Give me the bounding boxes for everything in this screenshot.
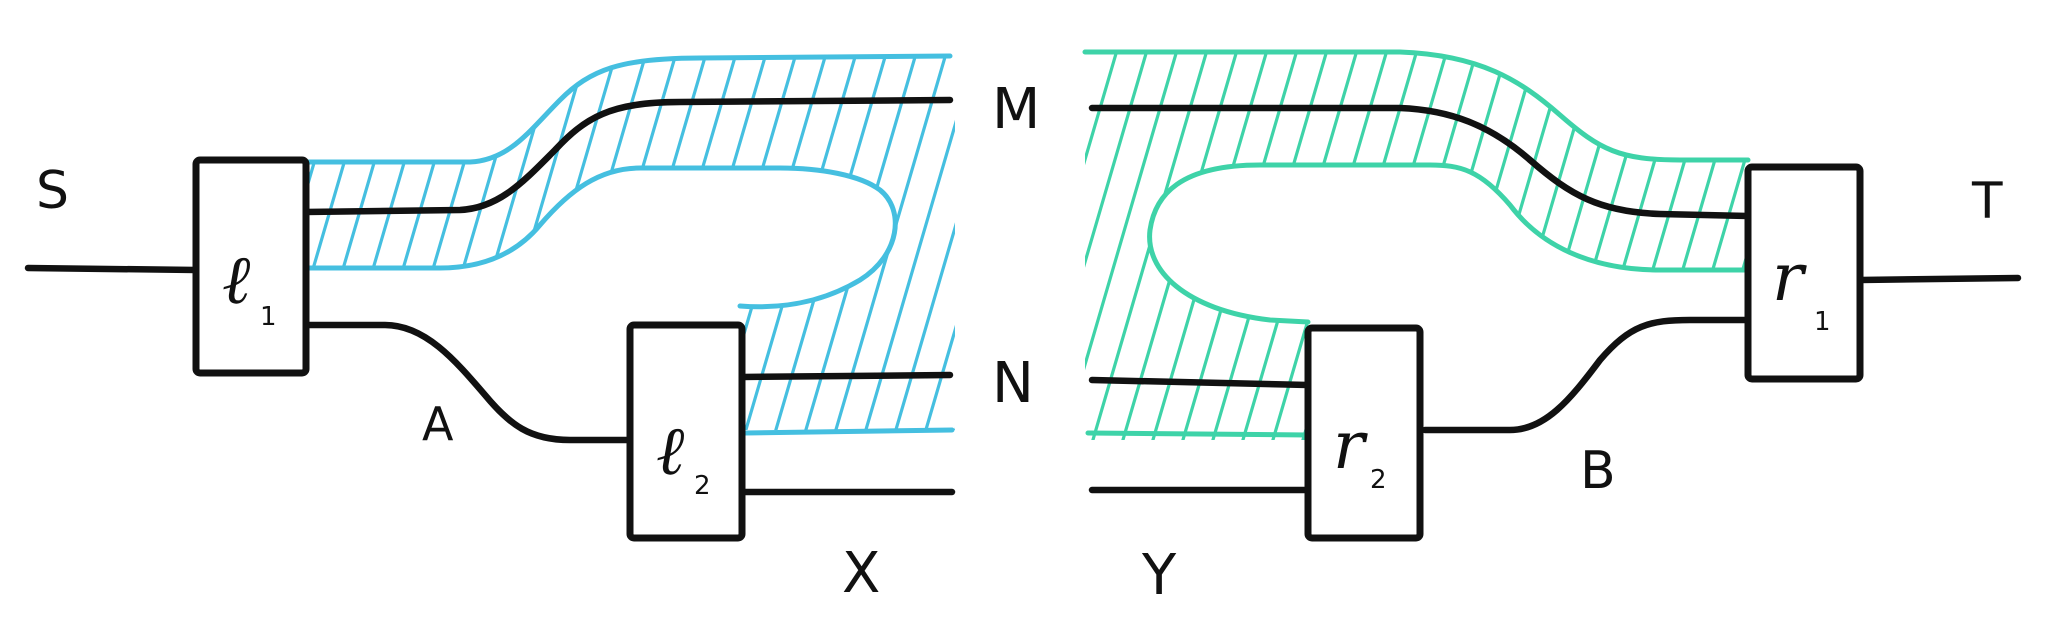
box-r2-sub: 2 — [1370, 465, 1387, 495]
label-b: B — [1580, 441, 1616, 501]
box-r2-name: r — [1333, 407, 1368, 484]
wire-m-right — [1088, 104, 1752, 220]
box-r1: r 1 — [1744, 163, 1864, 383]
label-t: T — [1971, 172, 2003, 230]
right-hatch-line — [1598, 50, 1722, 440]
left-band-bottom-outline — [302, 165, 898, 310]
left-region-bottom-edge — [742, 427, 955, 436]
right-band-bottom-outline — [1147, 162, 1748, 325]
label-a: A — [422, 397, 454, 451]
label-x: X — [842, 541, 880, 606]
left-hatch-line — [438, 58, 562, 430]
right-hatch-line — [1085, 50, 1182, 440]
right-hatch-line — [1148, 50, 1272, 440]
wire-m-left — [301, 96, 954, 216]
left-hatch-line — [918, 58, 955, 430]
left-wires — [24, 96, 956, 496]
right-region-bottom-edge — [1085, 430, 1311, 438]
label-s: S — [36, 161, 69, 221]
left-hatch-line — [348, 58, 472, 430]
box-r1-name: r — [1772, 239, 1807, 316]
wire-t — [1856, 274, 2022, 284]
box-l1-sub: 1 — [260, 302, 277, 332]
wire-s — [24, 264, 200, 274]
right-hatch-line — [1085, 50, 1152, 440]
left-hatch-line — [408, 58, 532, 430]
wire-a — [301, 321, 634, 444]
right-hatch-line — [1628, 50, 1750, 440]
wire-b — [1421, 316, 1752, 434]
left-hatch-line — [468, 58, 592, 430]
left-hatch-line — [888, 58, 955, 430]
right-band-top-outline — [1082, 49, 1751, 163]
box-r1-sub: 1 — [1814, 307, 1831, 337]
right-wires — [1088, 104, 2022, 494]
right-hatch-line — [1178, 50, 1302, 440]
label-n: N — [992, 351, 1034, 416]
left-band-top-outline — [302, 53, 953, 165]
right-hatch-line — [1418, 50, 1542, 440]
box-l1-name: ℓ — [222, 241, 250, 320]
box-l2-name: ℓ — [656, 412, 684, 491]
label-y: Y — [1141, 543, 1177, 608]
right-hatch-line — [1118, 50, 1242, 440]
right-hatch-line — [1568, 50, 1692, 440]
box-l2-sub: 2 — [694, 471, 711, 501]
right-hatched-region — [1082, 49, 1751, 440]
left-hatch-line — [318, 58, 442, 430]
box-r2: r 2 — [1304, 324, 1424, 542]
wire-n-left — [738, 371, 954, 381]
box-l1: ℓ 1 — [192, 156, 310, 377]
label-m: M — [992, 77, 1040, 142]
wire-n-right — [1088, 376, 1312, 389]
left-hatch-line — [858, 58, 955, 430]
box-l2: ℓ 2 — [626, 321, 746, 542]
right-hatch-line — [1508, 50, 1632, 440]
